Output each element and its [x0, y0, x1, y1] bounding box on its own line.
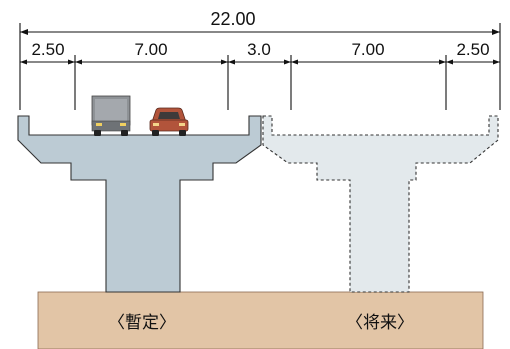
segment-label-future-lanes: 7.00	[351, 40, 384, 59]
truck-icon	[91, 95, 131, 136]
caption-provisional: 〈暫定〉	[108, 313, 176, 333]
caption-future: 〈将来〉	[346, 313, 414, 333]
future-pier	[262, 115, 499, 293]
segment-label-provisional-lanes: 7.00	[134, 40, 167, 59]
total-width-label: 22.00	[210, 9, 255, 29]
segment-label-median: 3.0	[247, 40, 271, 59]
dimension-lines	[19, 23, 501, 110]
car-icon	[149, 107, 189, 136]
segment-label-right-shoulder: 2.50	[456, 40, 489, 59]
provisional-pier	[17, 115, 262, 293]
segment-label-left-shoulder: 2.50	[31, 40, 64, 59]
ground	[37, 291, 484, 349]
